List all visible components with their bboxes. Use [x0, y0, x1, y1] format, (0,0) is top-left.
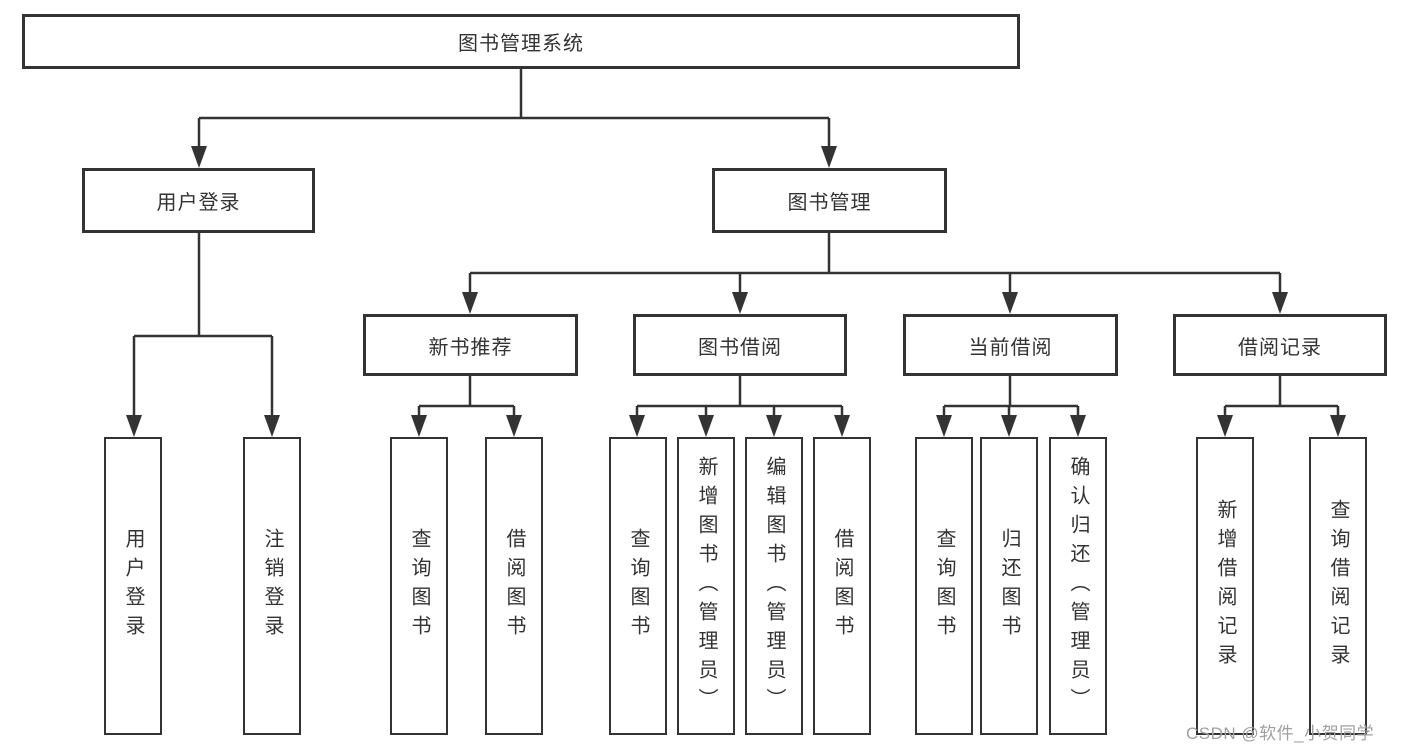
arrowhead-icons [126, 146, 1346, 437]
leaf-record-query-record: 查询借阅记录 [1309, 437, 1367, 735]
leaf-newbook-query-books: 查询图书 [390, 437, 448, 735]
node-book-management: 图书管理 [712, 168, 947, 233]
leaf-borrow-borrow-books: 借阅图书 [813, 437, 871, 735]
leaf-borrow-add-books-admin: 新增图书（管理员） [677, 437, 735, 735]
leaf-record-add-record: 新增借阅记录 [1196, 437, 1254, 735]
leaf-newbook-borrow-books: 借阅图书 [485, 437, 543, 735]
leaf-borrow-edit-books-admin: 编辑图书（管理员） [745, 437, 803, 735]
leaf-current-confirm-return-admin: 确认归还（管理员） [1049, 437, 1107, 735]
leaf-current-query-books: 查询图书 [915, 437, 973, 735]
node-book-borrow: 图书借阅 [633, 314, 847, 376]
node-new-book-recommend: 新书推荐 [363, 314, 578, 376]
node-borrow-records: 借阅记录 [1173, 314, 1387, 376]
leaf-logout: 注销登录 [243, 437, 301, 735]
node-user-login: 用户登录 [82, 168, 315, 233]
leaf-borrow-query-books: 查询图书 [609, 437, 667, 735]
node-current-borrow: 当前借阅 [903, 314, 1118, 376]
leaf-current-return-books: 归还图书 [980, 437, 1038, 735]
node-root: 图书管理系统 [22, 14, 1020, 69]
leaf-user-login: 用户登录 [104, 437, 162, 735]
watermark: CSDN @软件_小贺同学 [1186, 724, 1375, 743]
